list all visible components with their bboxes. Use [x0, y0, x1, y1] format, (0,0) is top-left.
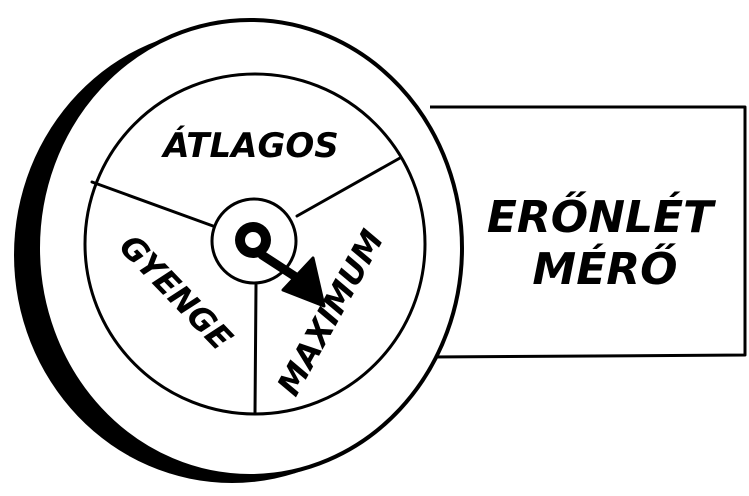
label-box: ERŐNLÉT MÉRŐ: [430, 107, 745, 357]
label-line-1: ERŐNLÉT: [487, 190, 716, 243]
label-line-2: MÉRŐ: [532, 242, 677, 295]
dial: ÁTLAGOS GYENGE MAXIMUM: [14, 20, 462, 483]
segment-label-top: ÁTLAGOS: [160, 125, 339, 166]
divider-bottom: [255, 285, 256, 413]
hub-center: [244, 231, 262, 249]
